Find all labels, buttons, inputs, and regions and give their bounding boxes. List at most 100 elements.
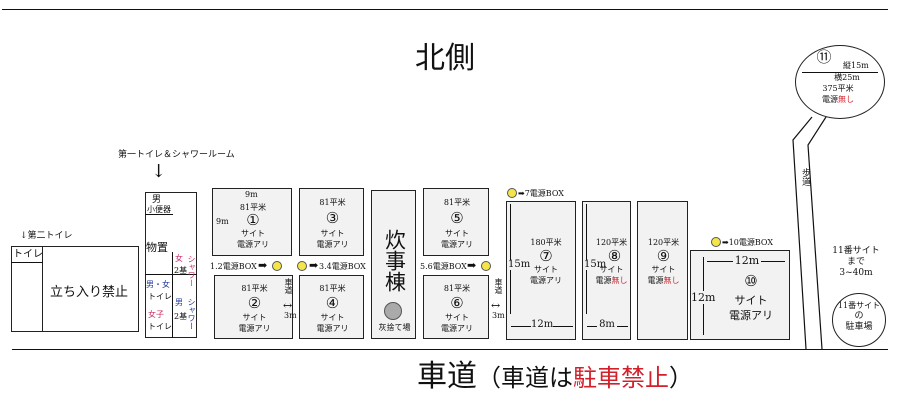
no-parking-text: 駐車禁止 xyxy=(573,364,669,392)
power-box-7-text: 7電源BOX xyxy=(524,189,564,198)
site-4[interactable]: 81平米 ④ サイト 電源アリ xyxy=(299,275,364,339)
site-11-parking[interactable]: 11番サイト の 駐車場 xyxy=(832,293,886,347)
site-9[interactable]: 120平米 ⑨ サイト 電源無し xyxy=(637,201,688,340)
arrow-right-icon: ➡ xyxy=(258,259,268,272)
toilet-label-b: トイレ xyxy=(148,322,172,331)
ash-pit-label: 灰捨て場 xyxy=(378,323,411,332)
site-8[interactable]: 15m 120平米 ⑧ サイト 電源無し 8m xyxy=(582,201,631,340)
north-label: 北側 xyxy=(415,41,475,76)
kitchen-building[interactable]: 炊事棟 灰捨て場 xyxy=(371,190,416,339)
road-border xyxy=(12,349,888,350)
walkway-right-edge xyxy=(807,116,827,350)
site-11-width: 横25m xyxy=(834,73,860,82)
site-1-width: 9m xyxy=(245,190,258,199)
site-4-name: サイト xyxy=(320,313,345,322)
site-8-number: ⑧ xyxy=(607,247,622,265)
site-7-width: 12m xyxy=(531,319,554,330)
male-female-label: 男・女 xyxy=(146,280,170,289)
aisle-1-arrow-icon: ↔ xyxy=(283,299,293,312)
site-2-area: 81平米 xyxy=(241,284,268,293)
site-5[interactable]: 81平米 ⑤ サイト 電源アリ xyxy=(423,188,489,256)
no-entry-label: 立ち入り禁止 xyxy=(50,285,129,300)
aisle-2-width: 3m xyxy=(492,311,505,320)
male-shower-count: 2基 xyxy=(174,312,188,321)
power-box-7-icon xyxy=(507,188,517,198)
site-8-power-a: 電源 xyxy=(595,276,612,285)
site-6-number: ⑥ xyxy=(450,294,464,312)
power-box-34-label: 3.4電源BOX xyxy=(319,262,366,271)
site-2-name: サイト xyxy=(242,313,267,322)
arrow-right-icon: ➡ xyxy=(467,259,477,272)
power-box-12-label: 1.2電源BOX xyxy=(210,262,257,271)
road-main: 車道 xyxy=(417,359,477,394)
walkway-text: 歩道 xyxy=(800,168,810,186)
site-6-power: 電源アリ xyxy=(441,324,473,333)
site-11-distance-l2: まで xyxy=(846,257,865,267)
power-box-10-icon xyxy=(711,237,721,247)
site-11-power-b: 無し xyxy=(838,95,854,104)
site-1-power: 電源アリ xyxy=(237,240,269,249)
site-1[interactable]: 9m 9m 81平米 ① サイト 電源アリ xyxy=(212,188,292,256)
site-3-area: 81平米 xyxy=(319,198,346,207)
walkway-left-edge xyxy=(792,116,813,350)
site-8-name: サイト xyxy=(599,265,624,274)
site-3[interactable]: 81平米 ③ サイト 電源アリ xyxy=(299,188,364,256)
storage-label: 物置 xyxy=(146,241,168,254)
male-shower-b: シャワー xyxy=(187,298,196,330)
power-box-34-icon xyxy=(297,261,307,271)
site-6-name: サイト xyxy=(445,313,469,322)
top-border xyxy=(2,9,888,10)
kitchen-label: 炊事棟 xyxy=(372,229,417,296)
site-7-number: ⑦ xyxy=(539,247,553,265)
power-box-56-label: 5.6電源BOX xyxy=(420,262,467,271)
power-box-10-text: 10電源BOX xyxy=(728,238,774,247)
site-9-number: ⑨ xyxy=(656,247,671,265)
site-11-parking-l2: の xyxy=(854,311,864,321)
aisle-1-label: 車道 xyxy=(283,278,295,297)
site-10-name: サイト xyxy=(734,294,768,307)
site-11-parking-l1: 11番サイト xyxy=(837,301,881,310)
aisle-2-text: 車道 xyxy=(494,278,503,294)
site-8-power-b: 無し xyxy=(611,276,628,285)
site-5-power: 電源アリ xyxy=(441,240,473,249)
female-label: 女子 xyxy=(148,310,164,319)
male-label: 男 xyxy=(152,195,162,205)
site-5-name: サイト xyxy=(445,229,469,238)
facility-divider-3 xyxy=(172,252,173,338)
urinal-label: 小便器 xyxy=(147,205,171,214)
toilet-divider xyxy=(11,262,43,263)
site-10-height: 12m xyxy=(691,291,716,304)
first-toilet-label: 第一トイレ＆シャワールーム xyxy=(118,150,235,160)
site-2[interactable]: 81平米 ② サイト 電源アリ xyxy=(214,275,293,339)
site-8-height-arrow-icon xyxy=(586,204,587,314)
aisle-2-label: 車道 xyxy=(493,278,505,297)
power-box-12-icon xyxy=(272,261,282,271)
site-10[interactable]: 12m 12m ⑩ サイト 電源アリ xyxy=(690,250,790,340)
site-7-height-arrow-icon xyxy=(510,204,511,314)
site-11-power: 電源無し xyxy=(808,95,868,105)
site-5-area: 81平米 xyxy=(443,198,471,207)
site-10-number: ⑩ xyxy=(744,272,758,290)
aisle-1-width: 3m xyxy=(284,311,297,320)
site-7-name: サイト xyxy=(534,265,558,274)
road-note-close: ） xyxy=(669,364,693,392)
site-9-power-a: 電源 xyxy=(647,276,664,285)
down-arrow-icon: ↓ xyxy=(151,161,167,182)
site-6[interactable]: 81平米 ⑥ サイト 電源アリ xyxy=(423,275,489,339)
site-11-power-a: 電源 xyxy=(822,95,838,104)
female-shower-a: 女 xyxy=(175,254,183,263)
road-label: 車道（車道は駐車禁止） xyxy=(417,360,693,395)
site-10-power: 電源アリ xyxy=(729,309,773,322)
male-shower-a: 男 xyxy=(175,298,183,307)
site-11[interactable]: ⑪ 縦15m 横25m 375平米 電源無し xyxy=(795,45,885,119)
site-7-area: 180平米 xyxy=(530,238,562,247)
aisle-1-text: 車道 xyxy=(284,278,293,294)
second-toilet-inner xyxy=(11,246,43,332)
site-11-distance-l1: 11番サイト xyxy=(832,246,880,256)
female-shower-count: 2基 xyxy=(174,266,188,275)
first-toilet-building xyxy=(145,192,197,338)
site-3-number: ③ xyxy=(325,209,340,227)
site-7[interactable]: 15m 180平米 ⑦ サイト 電源アリ 12m xyxy=(506,201,576,340)
site-1-area: 81平米 xyxy=(239,203,267,212)
